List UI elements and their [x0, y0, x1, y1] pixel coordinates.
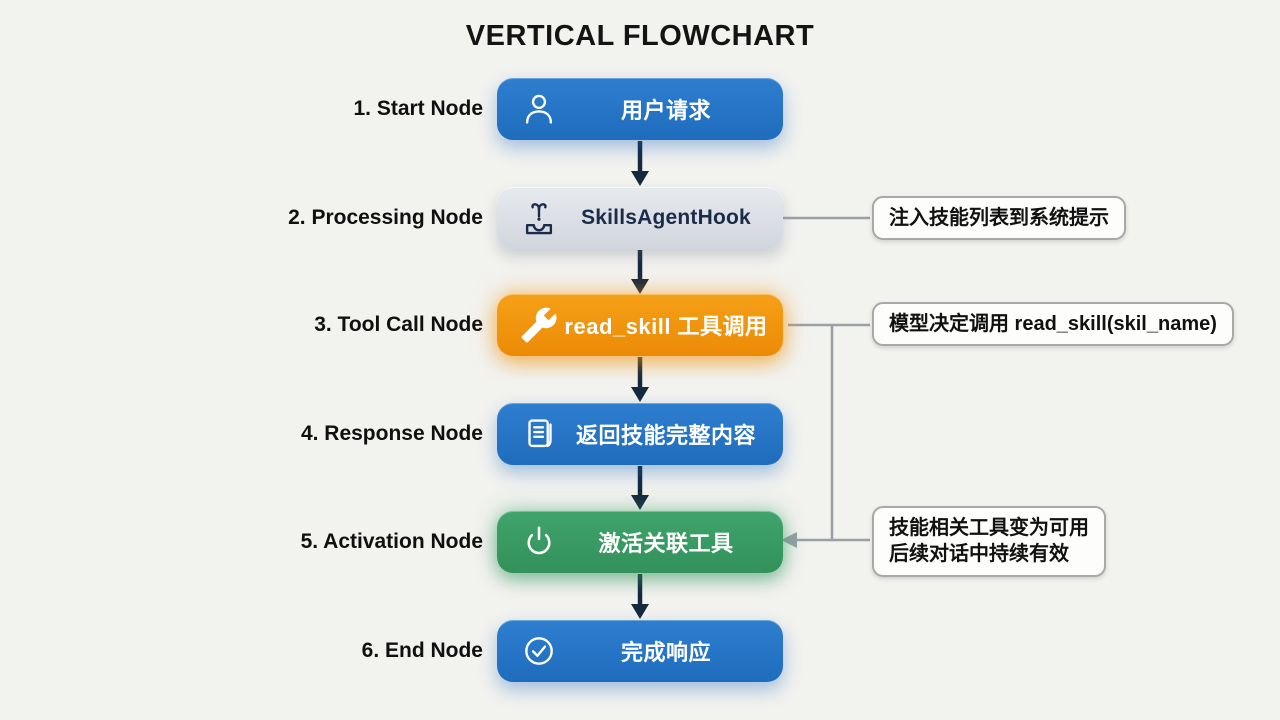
node-text: 返回技能完整内容: [575, 423, 756, 448]
step-label-start: 1. Start Node: [353, 97, 483, 120]
power-icon: [519, 522, 559, 562]
arrowhead-2-3: [631, 279, 649, 294]
annotation-inject-skill-list: 注入技能列表到系统提示: [872, 196, 1126, 241]
arrowhead-1-2: [631, 171, 649, 186]
flow-node-tool-call: read_skill 工具调用: [497, 294, 783, 356]
annotation-text: 模型决定调用 read_skill(skil_name): [889, 313, 1217, 335]
flow-node-response: 返回技能完整内容: [497, 403, 783, 465]
annotation-text: 注入技能列表到系统提示: [889, 207, 1109, 229]
wrench-icon: [519, 305, 559, 345]
step-label-response: 4. Response Node: [300, 422, 483, 445]
arrowhead-3-4: [631, 387, 649, 402]
document-icon: [519, 414, 559, 454]
arrowhead-4-5: [631, 495, 649, 510]
flow-node-activation: 激活关联工具: [497, 511, 783, 573]
flow-node-processing: SkillsAgentHook: [497, 187, 783, 249]
flow-node-start: 用户请求: [497, 78, 783, 140]
node-text: 完成响应: [620, 640, 711, 665]
annotation-text-line2: 后续对话中持续有效: [889, 543, 1069, 566]
step-label-tool-call: 3. Tool Call Node: [314, 313, 483, 336]
annotation-text-line1: 技能相关工具变为可用: [889, 517, 1089, 539]
page-title: VERTICAL FLOWCHART: [465, 20, 815, 52]
annotation-tools-available: 技能相关工具变为可用 后续对话中持续有效: [872, 506, 1106, 577]
hook-icon: [519, 198, 559, 238]
arrowhead-5-6: [631, 604, 649, 619]
node-text: read_skill 工具调用: [564, 314, 768, 339]
node-text: 激活关联工具: [598, 531, 734, 556]
user-icon: [519, 89, 559, 129]
side-connectors: [783, 216, 870, 542]
flow-node-end: 完成响应: [497, 620, 783, 682]
node-text: 用户请求: [620, 98, 711, 123]
step-label-activation: 5. Activation Node: [300, 530, 483, 553]
step-label-processing: 2. Processing Node: [288, 206, 483, 229]
check-circle-icon: [519, 631, 559, 671]
annotation-model-decides-call: 模型决定调用 read_skill(skil_name): [872, 302, 1234, 347]
step-label-end: 6. End Node: [361, 639, 483, 662]
arrowhead-into-node5: [781, 532, 797, 548]
node-text: SkillsAgentHook: [581, 206, 751, 229]
